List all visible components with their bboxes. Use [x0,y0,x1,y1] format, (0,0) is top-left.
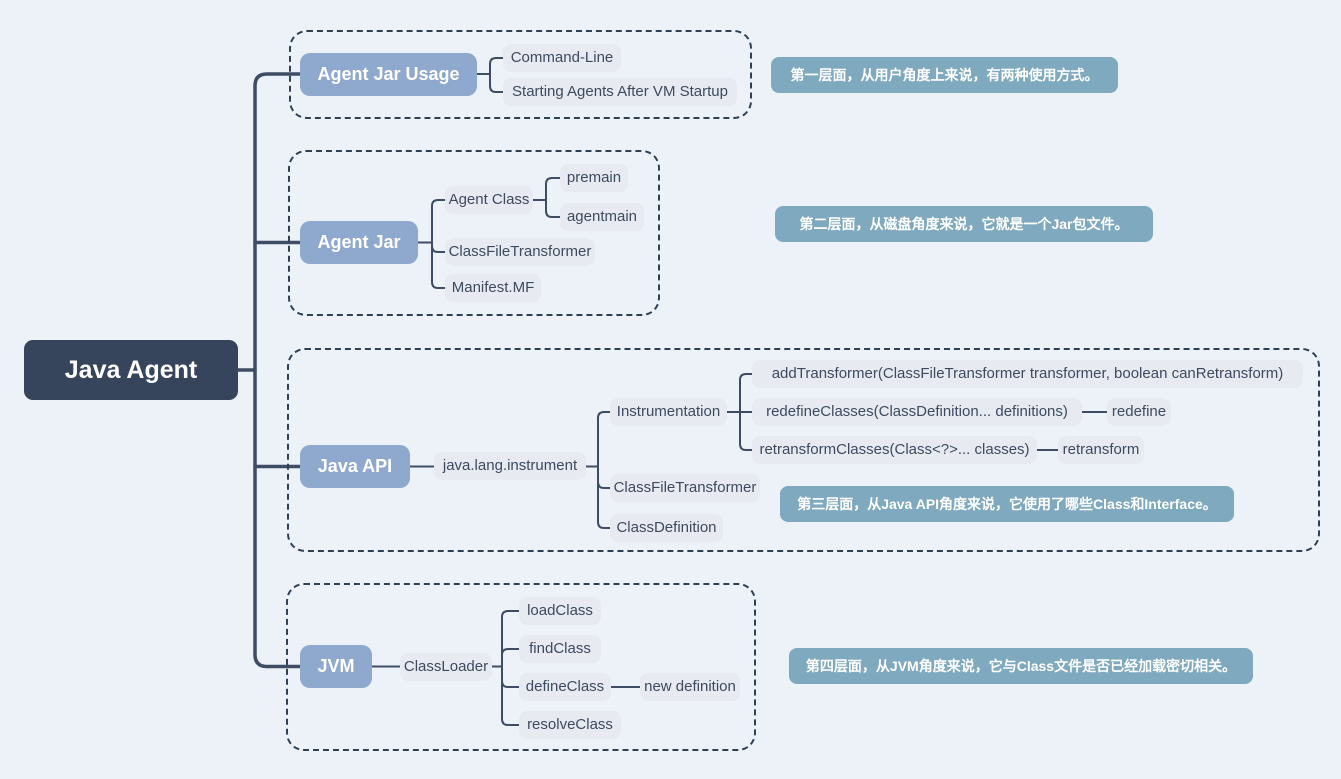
note-layer-1[interactable]: 第一层面，从用户角度上来说，有两种使用方式。 [771,57,1118,93]
node-classfiletransformer-jar[interactable]: ClassFileTransformer [445,238,595,266]
note-layer-2[interactable]: 第二层面，从磁盘角度来说，它就是一个Jar包文件。 [775,206,1153,242]
node-agent-jar[interactable]: Agent Jar [300,221,418,264]
node-retransform[interactable]: retransform [1058,436,1144,464]
note-layer-4[interactable]: 第四层面，从JVM角度来说，它与Class文件是否已经加载密切相关。 [789,648,1253,684]
node-redefineclasses[interactable]: redefineClasses(ClassDefinition... defin… [752,398,1082,426]
node-classdefinition[interactable]: ClassDefinition [610,514,723,542]
node-premain[interactable]: premain [560,164,628,192]
node-agent-jar-usage[interactable]: Agent Jar Usage [300,53,477,96]
node-instrumentation[interactable]: Instrumentation [610,398,727,426]
node-manifest-mf[interactable]: Manifest.MF [445,274,541,302]
node-command-line[interactable]: Command-Line [503,44,621,72]
note-layer-3[interactable]: 第三层面，从Java API角度来说，它使用了哪些Class和Interface… [780,486,1234,522]
node-classfiletransformer-api[interactable]: ClassFileTransformer [610,474,760,502]
node-java-agent[interactable]: Java Agent [24,340,238,400]
node-retransformclasses[interactable]: retransformClasses(Class<?>... classes) [752,436,1037,464]
group-agent-jar-usage [289,30,752,119]
node-starting-agents-after-vm-startup[interactable]: Starting Agents After VM Startup [503,78,737,106]
node-resolveclass[interactable]: resolveClass [519,711,621,739]
node-new-definition[interactable]: new definition [640,673,740,701]
node-agentmain[interactable]: agentmain [560,203,644,231]
node-java-lang-instrument[interactable]: java.lang.instrument [434,452,586,480]
node-findclass[interactable]: findClass [519,635,601,663]
group-jvm [286,583,756,751]
node-loadclass[interactable]: loadClass [519,597,601,625]
group-java-api [287,348,1320,552]
node-defineclass[interactable]: defineClass [519,673,611,701]
group-agent-jar [288,150,660,316]
node-addtransformer[interactable]: addTransformer(ClassFileTransformer tran… [752,360,1303,388]
node-jvm[interactable]: JVM [300,645,372,688]
node-classloader[interactable]: ClassLoader [400,653,492,681]
node-redefine[interactable]: redefine [1107,398,1171,426]
node-java-api[interactable]: Java API [300,445,410,488]
node-agent-class[interactable]: Agent Class [445,186,533,214]
